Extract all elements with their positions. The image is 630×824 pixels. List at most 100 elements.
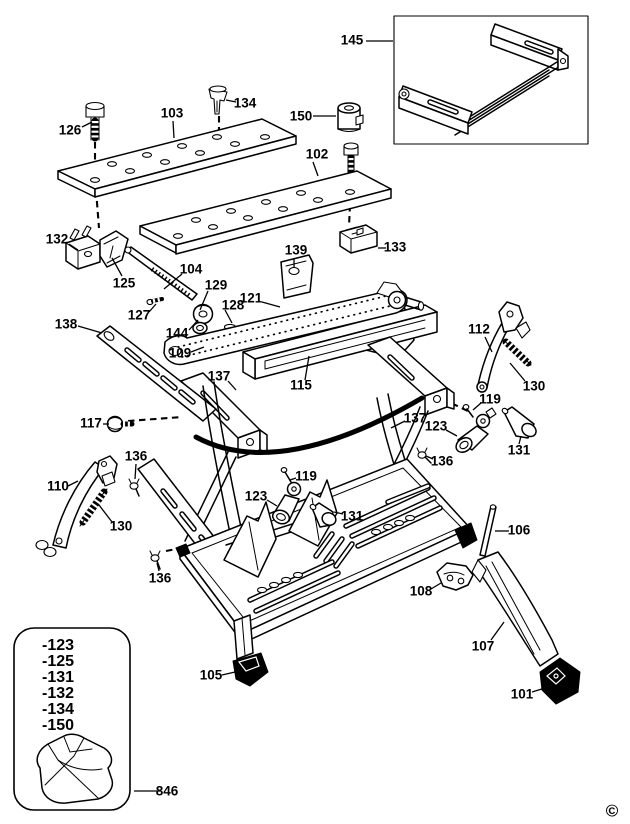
part-label-119-31: 119 — [295, 469, 317, 484]
washer-144 — [192, 321, 208, 335]
leader-line-123-24 — [445, 429, 458, 437]
leader-line-128-11 — [224, 309, 233, 324]
peg-134 — [208, 85, 228, 115]
leader-line-109-17 — [190, 346, 205, 353]
leader-line-121-12 — [261, 301, 281, 308]
handle-arm-109-121 — [163, 281, 425, 366]
part-label-103-1: 103 — [161, 106, 184, 121]
part-label-104-9: 104 — [180, 262, 203, 277]
board-102 — [139, 170, 392, 255]
part-label-133-7: 133 — [384, 240, 407, 255]
knob-131-center — [309, 502, 337, 528]
part-label-846-40: 846 — [156, 784, 179, 799]
leader-line-119-31 — [289, 477, 297, 481]
part-label-119-23: 119 — [479, 392, 501, 407]
part-label-102-5: 102 — [306, 147, 329, 162]
leader-line-112-21 — [484, 336, 493, 353]
part-label-130-22: 130 — [523, 379, 546, 394]
spare-assembly-145-box — [393, 15, 589, 145]
part-label-131-33: 131 — [341, 509, 364, 524]
leader-line-136-28 — [134, 463, 137, 480]
part-label-125-8: 125 — [113, 276, 136, 291]
leader-line-126-0 — [81, 121, 93, 128]
foot-101 — [539, 657, 581, 705]
nut-150 — [337, 102, 364, 132]
part-label-137-20: 137 — [404, 411, 427, 426]
gussets — [223, 479, 338, 578]
leader-line-107-37 — [490, 621, 505, 641]
leader-line-131-25 — [518, 435, 522, 445]
kit-box-846: -123-125-131-132-134-150 — [13, 627, 131, 811]
kit-bag-illustration — [36, 733, 114, 804]
wing-screw-136-bottom — [149, 550, 161, 570]
wing-screw-136-right — [416, 447, 432, 464]
part-label-106-34: 106 — [508, 523, 531, 538]
leg-107 — [471, 551, 559, 667]
leader-line-101-39 — [531, 687, 546, 693]
spring-130-left — [79, 488, 108, 527]
leader-line-119-23 — [472, 402, 482, 411]
platform-slots — [247, 483, 443, 614]
leader-line-105-38 — [221, 671, 236, 676]
leader-line-134-2 — [225, 99, 237, 103]
beam-115 — [242, 304, 438, 380]
kit-box-list: -123-125-131-132-134-150 — [42, 637, 74, 734]
part-label-132-6: 132 — [46, 232, 69, 247]
cable — [193, 395, 425, 455]
pin-119-center — [280, 467, 292, 483]
kit-item-150: -150 — [42, 717, 74, 734]
part-label-109-17: 109 — [169, 346, 192, 361]
leader-line-108-36 — [430, 582, 442, 590]
part-label-108-36: 108 — [410, 584, 433, 599]
knob-129 — [192, 303, 214, 325]
bolt-126 — [85, 101, 105, 142]
part-label-101-39: 101 — [511, 687, 534, 702]
wing-screw-136-upper-left — [128, 478, 140, 497]
leader-line-130-22 — [509, 362, 526, 382]
leader-line-132-6 — [68, 243, 79, 251]
leader-line-137-20 — [390, 420, 406, 429]
leader-line-123-32 — [266, 499, 278, 507]
foot-105 — [232, 652, 269, 687]
part-label-131-25: 131 — [508, 443, 531, 458]
crank-123-right — [455, 407, 497, 453]
part-label-145-4: 145 — [341, 33, 364, 48]
leader-line-115-19 — [304, 355, 310, 381]
part-label-130-30: 130 — [110, 519, 133, 534]
kit-item-132: -132 — [42, 685, 74, 702]
part-label-139-13: 139 — [285, 243, 308, 258]
leader-line-102-5 — [312, 161, 319, 177]
part-label-105-38: 105 — [200, 668, 223, 683]
bracket-132 — [65, 225, 101, 270]
part-label-121-12: 121 — [240, 291, 263, 306]
leader-line-131-33 — [333, 511, 344, 515]
part-label-107-37: 107 — [472, 639, 495, 654]
part-label-144-15: 144 — [166, 326, 189, 341]
leader-line-137-18 — [227, 380, 237, 391]
part-labels: 1261031341501451021321331251041291281211… — [46, 33, 546, 799]
leader-line-136-26 — [425, 455, 434, 460]
leader-line-130-30 — [98, 504, 113, 523]
leader-line-138-16 — [77, 325, 103, 334]
bolt-117 — [106, 415, 135, 433]
part-label-134-2: 134 — [234, 96, 257, 111]
bracket-139 — [280, 254, 314, 299]
part-label-117-27: 117 — [80, 416, 102, 431]
leader-line-125-8 — [111, 257, 123, 277]
part-label-127-14: 127 — [128, 308, 151, 323]
part-label-136-26: 136 — [431, 454, 454, 469]
kit-item-125: -125 — [42, 653, 74, 670]
pin-127 — [146, 297, 164, 306]
part-label-137-18: 137 — [208, 369, 231, 384]
spring-130-right — [502, 338, 532, 367]
rod-106 — [479, 504, 497, 557]
board-103 — [57, 118, 297, 198]
base-platform — [175, 458, 478, 660]
leader-line-129-10 — [199, 290, 209, 311]
part-label-110-29: 110 — [47, 479, 69, 494]
part-label-123-24: 123 — [425, 419, 448, 434]
jaw-125 — [99, 230, 129, 268]
part-label-112-21: 112 — [468, 322, 490, 337]
lever-112 — [476, 301, 531, 393]
